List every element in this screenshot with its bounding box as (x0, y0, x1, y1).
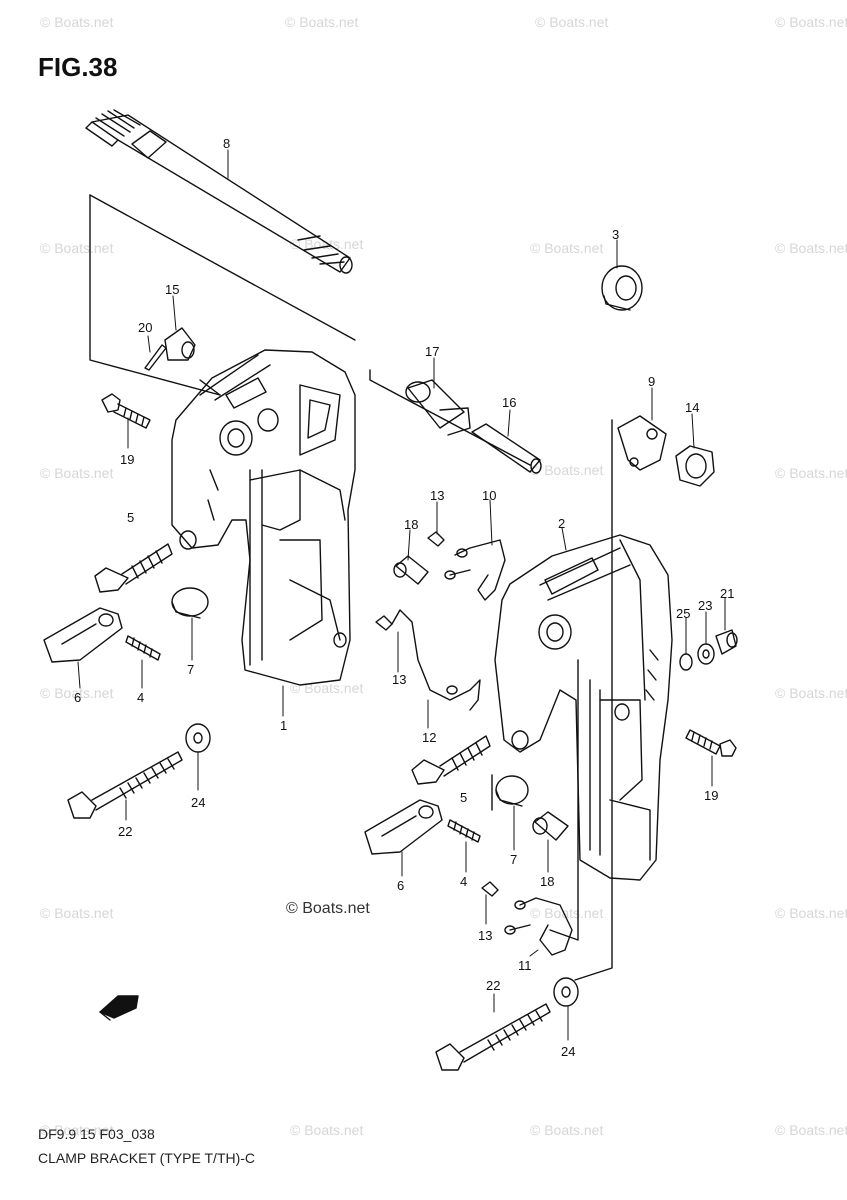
callout-4-left: 4 (137, 690, 145, 705)
part-disc-7-right (495, 775, 529, 807)
callout-14: 14 (685, 400, 700, 415)
part-shaft-8 (85, 109, 353, 274)
part-spring-4-right (447, 819, 481, 843)
part-bushing-18-upper (393, 555, 429, 585)
assembly-frame-lines-right (491, 419, 613, 981)
callout-10: 10 (482, 488, 497, 503)
callout-6-right: 6 (397, 878, 405, 893)
diagram-caption: CLAMP BRACKET (TYPE T/TH)-C (38, 1150, 256, 1166)
part-bushing-21 (715, 629, 738, 655)
part-lever-6-left (43, 607, 123, 663)
watermark: © Boats.net (775, 685, 847, 701)
part-screw-13-c (481, 881, 499, 897)
watermark: © Boats.net (40, 905, 114, 921)
callout-18-lower: 18 (540, 874, 555, 889)
part-screw-13-b (375, 615, 393, 631)
part-clamp-bracket-2 (494, 534, 673, 881)
watermark: © Boats.net (775, 905, 847, 921)
part-bolt-22-left (67, 751, 183, 819)
part-pin-5-right (411, 735, 491, 785)
watermark: © Boats.net (775, 14, 847, 30)
callout-13-b: 13 (392, 672, 407, 687)
callout-11: 11 (518, 958, 532, 973)
watermark: © Boats.net (40, 685, 114, 701)
callout-22-right: 22 (486, 978, 501, 993)
watermark: © Boats.net (535, 14, 609, 30)
callout-23: 23 (698, 598, 713, 613)
part-disc-7-left (171, 587, 209, 619)
part-nut-14 (675, 445, 715, 487)
part-wire-10 (444, 539, 506, 601)
callout-15: 15 (165, 282, 180, 297)
part-washer-25 (679, 653, 693, 671)
callout-18-upper: 18 (404, 517, 419, 532)
watermark: © Boats.net (530, 905, 604, 921)
watermark: © Boats.net (285, 14, 359, 30)
part-bolt-19-upper (101, 393, 151, 429)
callout-7-left: 7 (187, 662, 195, 677)
callout-20: 20 (138, 320, 153, 335)
part-wire-12 (391, 609, 481, 711)
watermark: © Boats.net (40, 240, 114, 256)
part-pin-16 (471, 423, 542, 474)
watermark: © Boats.net (775, 240, 847, 256)
part-bushing-18-lower (532, 811, 569, 841)
watermark: © Boats.net (530, 1122, 604, 1138)
leader-lines (77, 149, 726, 1041)
watermark: © Boats.net (775, 1122, 847, 1138)
callout-19-upper: 19 (120, 452, 135, 467)
callout-17: 17 (425, 344, 440, 359)
callout-21: 21 (720, 586, 735, 601)
callout-24-right: 24 (561, 1044, 576, 1059)
part-lever-6-right (364, 799, 443, 855)
part-plate-9 (617, 415, 667, 471)
part-cap-15 (164, 327, 196, 361)
callout-22-left: 22 (118, 824, 133, 839)
part-washer-24-right (553, 977, 579, 1007)
callout-24-left: 24 (191, 795, 206, 810)
callout-19-lower: 19 (704, 788, 719, 803)
callout-4-right: 4 (460, 874, 468, 889)
callout-7-right: 7 (510, 852, 518, 867)
watermark: © Boats.net (290, 236, 364, 252)
part-clamp-bracket-1 (171, 349, 356, 686)
part-pin-20 (144, 344, 167, 371)
part-wire-11 (504, 897, 573, 956)
assembly-frame-lines (89, 194, 531, 466)
figure-title: FIG.38 (38, 52, 118, 82)
part-bearing-3 (601, 265, 643, 311)
part-sleeve-17 (405, 379, 471, 436)
callout-13-c: 13 (478, 928, 493, 943)
part-bolt-19-lower (685, 729, 737, 757)
watermark: © Boats.net (775, 465, 847, 481)
watermark: © Boats.net (530, 462, 604, 478)
callout-13-a: 13 (430, 488, 445, 503)
callout-16: 16 (502, 395, 517, 410)
part-bolt-22-right (435, 1003, 551, 1071)
callout-12: 12 (422, 730, 437, 745)
watermark: © Boats.net (40, 14, 114, 30)
watermark: © Boats.net (530, 240, 604, 256)
watermark: © Boats.net (40, 465, 114, 481)
watermark: © Boats.net (290, 1122, 364, 1138)
callout-6-left: 6 (74, 690, 82, 705)
diagram-code: DF9.9 15 F03_038 (38, 1126, 155, 1142)
part-pin-5-left (94, 543, 173, 593)
callout-2: 2 (558, 516, 566, 531)
callout-5-right: 5 (460, 790, 468, 805)
callout-3: 3 (612, 227, 620, 242)
callout-1: 1 (280, 718, 288, 733)
part-collar-23 (697, 643, 715, 665)
watermark: © Boats.net (40, 1122, 114, 1138)
callout-9: 9 (648, 374, 656, 389)
watermark-center: © Boats.net (286, 900, 370, 917)
part-washer-24-left (185, 723, 211, 753)
part-spring-4-left (125, 635, 161, 661)
fwd-arrow-icon (99, 995, 139, 1021)
callout-25: 25 (676, 606, 691, 621)
callout-5-left: 5 (127, 510, 135, 525)
part-screw-13-a (427, 531, 445, 547)
callout-8: 8 (223, 136, 231, 151)
